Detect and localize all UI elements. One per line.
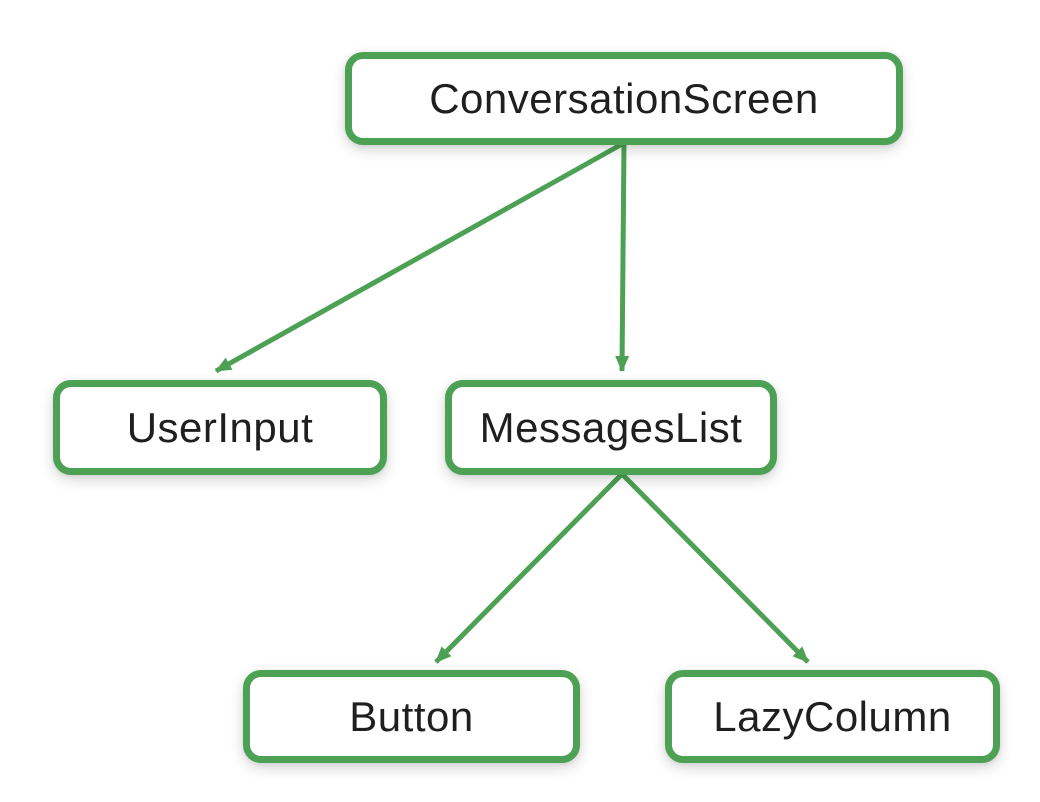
node-label: MessagesList	[479, 403, 743, 451]
node-conversation-screen: ConversationScreen	[345, 52, 903, 145]
edge-messageslist-button	[434, 472, 624, 664]
node-label: UserInput	[126, 403, 314, 451]
node-user-input: UserInput	[53, 380, 387, 475]
edge-messageslist-lazycolumn	[620, 472, 810, 664]
node-lazy-column: LazyColumn	[665, 670, 1000, 763]
edge-conversationscreen-userinput	[214, 140, 626, 374]
node-label: Button	[349, 692, 474, 740]
edge-conversationscreen-messageslist	[615, 142, 630, 372]
node-button: Button	[243, 670, 580, 763]
node-label: ConversationScreen	[429, 74, 819, 122]
node-label: LazyColumn	[713, 692, 952, 740]
node-messages-list: MessagesList	[445, 380, 777, 475]
